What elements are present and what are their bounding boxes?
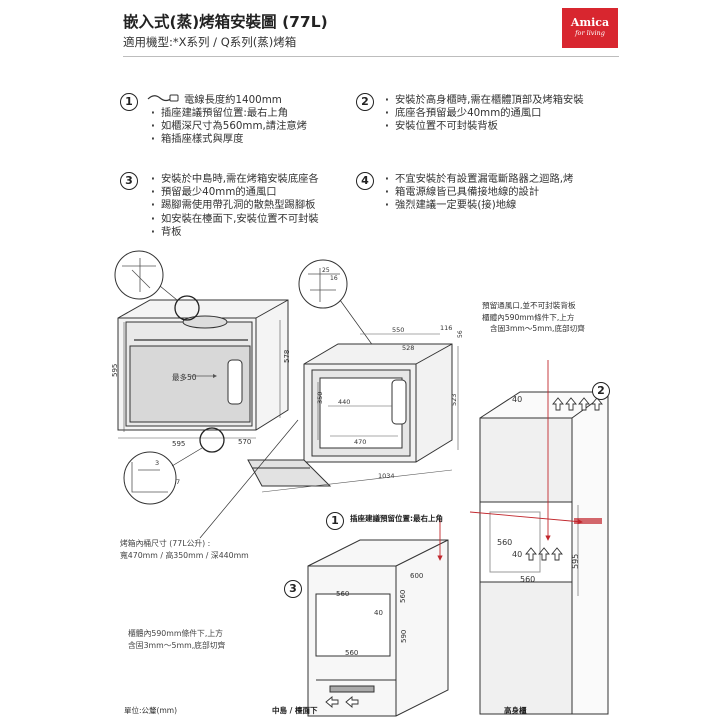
dim-7: 7 (176, 478, 180, 486)
vent-arrows-top (552, 397, 603, 411)
dim-116: 116 (440, 324, 452, 332)
tall-dim-40-top: 40 (512, 395, 522, 404)
tall-cabinet-note: 預留通風口,並不可封裝背板 櫃體內590mm條件下,上方 含固3mm～5mm,底… (482, 300, 622, 335)
dim-595-bottom: 595 (172, 440, 185, 448)
list-item: 箱插座樣式與厚度 (150, 133, 350, 146)
island-dim-560-bottom: 560 (345, 649, 358, 657)
island-vent-arrows (325, 696, 359, 708)
dim-570: 570 (238, 438, 251, 446)
dim-470: 470 (354, 438, 366, 446)
step-2-text: 安裝於高身櫃時,需在櫃體頂部及烤箱安裝 底座各預留最少40mm的通風口 安裝位置… (384, 94, 624, 134)
list-item: 不宜安裝於有設置漏電斷路器之迴路,烤 (384, 173, 624, 186)
tall-dim-560: 560 (497, 538, 512, 547)
dim-1034: 1034 (378, 472, 395, 480)
dim-523: 523 (450, 394, 458, 406)
tall-cabinet-label: 高身櫃 (504, 706, 527, 715)
dim-595-left: 595 (111, 364, 119, 377)
socket-position-label: 插座建議預留位置:最右上角 (350, 514, 443, 523)
list-item: 踢腳需使用帶孔洞的散熱型踢腳板 (150, 199, 360, 212)
diagram-step-1: 1 (326, 512, 344, 530)
dim-528: 528 (402, 344, 414, 352)
vent-arrows-bottom (525, 547, 563, 561)
caption-line: 櫃體內590mm條件下,上方 (128, 629, 223, 638)
note-line: 預留通風口,並不可封裝背板 (482, 301, 576, 310)
closed-oven-dim-approx50: 最多50 (172, 372, 197, 382)
caption-line: 含固3mm～5mm,底部切齊 (128, 641, 226, 650)
list-item: 強烈建議一定要裝(接)地線 (384, 199, 624, 212)
list-item: 如櫃深尺寸為560mm,請注意烤 (150, 120, 350, 133)
diagram-step-3: 3 (284, 580, 302, 598)
note-line: 櫃體內590mm條件下,上方 (482, 312, 575, 322)
amica-logo: Amica for living (562, 8, 618, 48)
dim-25: 25 (322, 267, 330, 274)
dim-578: 578 (283, 350, 291, 363)
island-dim-590: 590 (400, 630, 408, 643)
list-item: 安裝於高身櫃時,需在櫃體頂部及烤箱安裝 (384, 94, 624, 107)
list-item: 背板 (150, 226, 360, 239)
dim-550: 550 (392, 326, 404, 334)
list-item: 箱電源線皆已具備接地線的設計 (384, 186, 624, 199)
unit-label: 單位:公釐(mm) (124, 706, 177, 715)
tall-dim-595: 595 (571, 554, 580, 569)
list-item: 插座建議預留位置:最右上角 (150, 107, 350, 120)
island-dim-560-side: 560 (399, 590, 407, 603)
closed-oven-drawing (117, 299, 289, 431)
list-item: 底座各預留最少40mm的通風口 (384, 107, 624, 120)
dim-16: 16 (330, 275, 338, 282)
step-1-first-line: 電線長度約1400mm (184, 94, 282, 106)
island-dim-40: 40 (374, 609, 383, 617)
power-cord-icon (147, 94, 179, 102)
page-title: 嵌入式(蒸)烤箱安裝圖 (77L) (123, 13, 328, 31)
island-label: 中島 / 檯面下 (272, 706, 318, 715)
step-number-4: 4 (356, 172, 374, 190)
dim-3: 3 (155, 459, 159, 467)
caption-line: 烤箱內桶尺寸 (77L公升) : (120, 539, 211, 548)
step-number-1: 1 (120, 93, 138, 111)
dim-56: 56 (457, 330, 464, 338)
island-caption: 櫃體內590mm條件下,上方 含固3mm～5mm,底部切齊 (128, 628, 298, 652)
header-divider (123, 56, 619, 57)
dim-440: 440 (338, 398, 350, 406)
island-dim-600: 600 (410, 572, 423, 580)
logo-brand: Amica (570, 16, 610, 29)
dim-350: 350 (316, 392, 324, 404)
open-oven-drawing (247, 343, 453, 487)
list-item: 如安裝在檯面下,安裝位置不可封裝 (150, 213, 360, 226)
list-item: 預留最少40mm的通風口 (150, 186, 360, 199)
diagram-step-2: 2 (592, 382, 610, 400)
list-item: 安裝於中島時,需在烤箱安裝底座各 (150, 173, 360, 186)
logo-tagline: for living (575, 29, 605, 37)
tall-dim-40: 40 (512, 550, 522, 559)
island-dim-560-top: 560 (336, 590, 349, 598)
note-line: 含固3mm～5mm,底部切齊 (490, 324, 585, 333)
tall-dim-560-b: 560 (520, 575, 535, 584)
island-cabinet-drawing (307, 539, 449, 717)
step-3-text: 安裝於中島時,需在烤箱安裝底座各 預留最少40mm的通風口 踢腳需使用帶孔洞的散… (150, 173, 360, 239)
step-number-3: 3 (120, 172, 138, 190)
step-1-text: 插座建議預留位置:最右上角 如櫃深尺寸為560mm,請注意烤 箱插座樣式與厚度 (150, 107, 350, 147)
caption-line: 寬470mm / 高350mm / 深440mm (120, 551, 249, 560)
list-item: 安裝位置不可封裝背板 (384, 120, 624, 133)
page-subtitle: 適用機型:*X系列 / Q系列(蒸)烤箱 (123, 35, 297, 49)
cavity-size-caption: 烤箱內桶尺寸 (77L公升) : 寬470mm / 高350mm / 深440m… (120, 538, 290, 562)
step-4-text: 不宜安裝於有設置漏電斷路器之迴路,烤 箱電源線皆已具備接地線的設計 強烈建議一定… (384, 173, 624, 213)
step-number-2: 2 (356, 93, 374, 111)
